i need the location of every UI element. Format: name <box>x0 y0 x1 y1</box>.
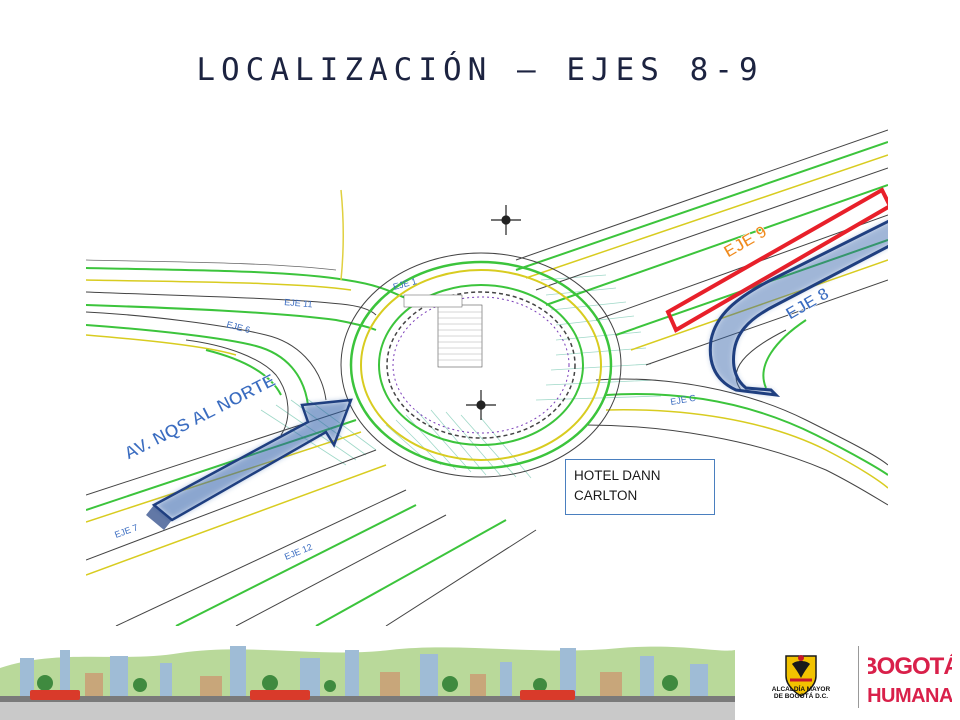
road-lower-right <box>585 319 888 506</box>
brand-line2: HUMANA <box>868 685 952 707</box>
logo-divider <box>858 646 859 708</box>
footer-banner <box>0 628 960 720</box>
page-title: LOCALIZACIÓN – EJES 8-9 <box>196 52 764 88</box>
eje9-highlight <box>665 187 888 333</box>
north-arrow <box>466 205 521 420</box>
eje8-highlight <box>708 219 888 398</box>
alcaldia-line2: DE BOGOTÁ D.C. <box>773 693 829 700</box>
city-skyline-illustration <box>0 628 735 720</box>
site-plan-drawing: EJE 11 EJE 1 EJE 6 EJE 7 EJE 12 EJE C AV… <box>86 120 888 626</box>
label-eje11: EJE 11 <box>284 297 313 309</box>
alcaldia-text: ALCALDÍA MAYOR DE BOGOTÁ D.C. <box>752 686 850 700</box>
brand-line1: BOGOTÁ <box>868 652 952 680</box>
road-left-curve <box>86 311 327 436</box>
alcaldia-line1: ALCALDÍA MAYOR <box>771 686 831 693</box>
site-plan-map: EJE 11 EJE 1 EJE 6 EJE 7 EJE 12 EJE C AV… <box>86 120 888 626</box>
label-ejec: EJE C <box>670 393 697 407</box>
roundabout <box>340 252 622 478</box>
coat-of-arms-icon <box>785 655 817 697</box>
nqs-arrow <box>146 398 353 530</box>
bogota-humana-logo: BOGOTÁ HUMANA <box>868 652 952 707</box>
plan-legend <box>403 294 483 368</box>
hotel-label-box: HOTEL DANN CARLTON <box>565 459 715 515</box>
drain-line <box>340 189 344 281</box>
